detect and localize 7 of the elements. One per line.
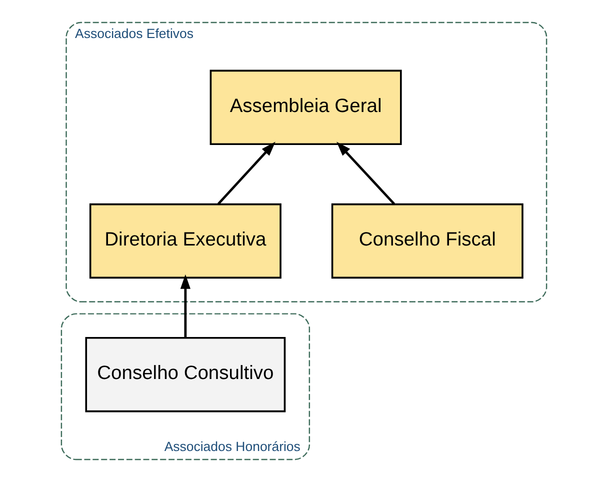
node-box: Conselho Consultivo xyxy=(85,337,286,412)
node-box: Assembleia Geral xyxy=(210,70,402,145)
node-box: Diretoria Executiva xyxy=(89,203,282,279)
arrow xyxy=(336,142,396,205)
arrow xyxy=(180,274,190,338)
node-box: Conselho Fiscal xyxy=(331,203,524,279)
arrow xyxy=(217,142,276,205)
